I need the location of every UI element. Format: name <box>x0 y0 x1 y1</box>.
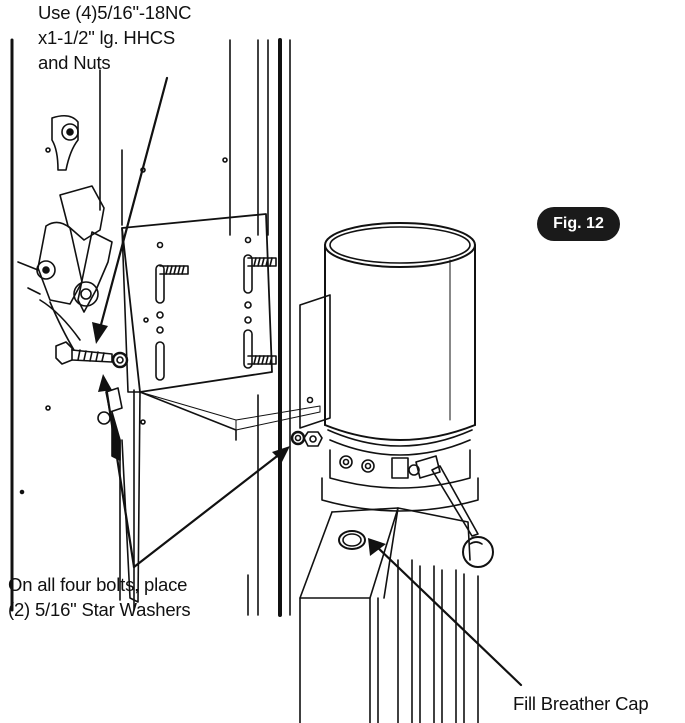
washer-callout: On all four bolts, place (2) 5/16" Star … <box>8 572 191 622</box>
washer-callout-line-1: On all four bolts, place <box>8 574 188 595</box>
figure-badge: Fig. 12 <box>537 207 620 241</box>
spacer-bracket <box>97 387 123 461</box>
breather-cap-label: Fill Breather Cap <box>513 693 649 714</box>
bolt-callout-line-3: and Nuts <box>38 52 111 73</box>
release-handle <box>431 465 494 568</box>
mounting-plate <box>121 213 273 603</box>
bolt-callout-line-2: x1-1/2" lg. HHCS <box>38 27 176 48</box>
bolt-callout: Use (4)5/16"-18NC x1-1/2" lg. HHCS and N… <box>38 0 191 75</box>
bolt-callout-line-1: Use (4)5/16"-18NC <box>38 2 192 23</box>
star-washer-nut <box>290 430 323 447</box>
leader-lines <box>92 76 523 687</box>
hhcs-bolt <box>55 341 129 369</box>
breather-cap-callout: Fill Breather Cap <box>513 691 649 716</box>
pump-bracket <box>299 294 331 429</box>
pump-manifold <box>321 449 479 512</box>
cam-lock <box>51 114 79 171</box>
washer-callout-line-2: (2) 5/16" Star Washers <box>8 599 191 620</box>
lock-latch <box>17 185 113 351</box>
alignment-lines <box>139 391 321 431</box>
column-frame <box>10 38 291 617</box>
pump-motor <box>324 222 476 456</box>
reservoir <box>299 507 479 723</box>
threaded-studs <box>159 257 277 365</box>
